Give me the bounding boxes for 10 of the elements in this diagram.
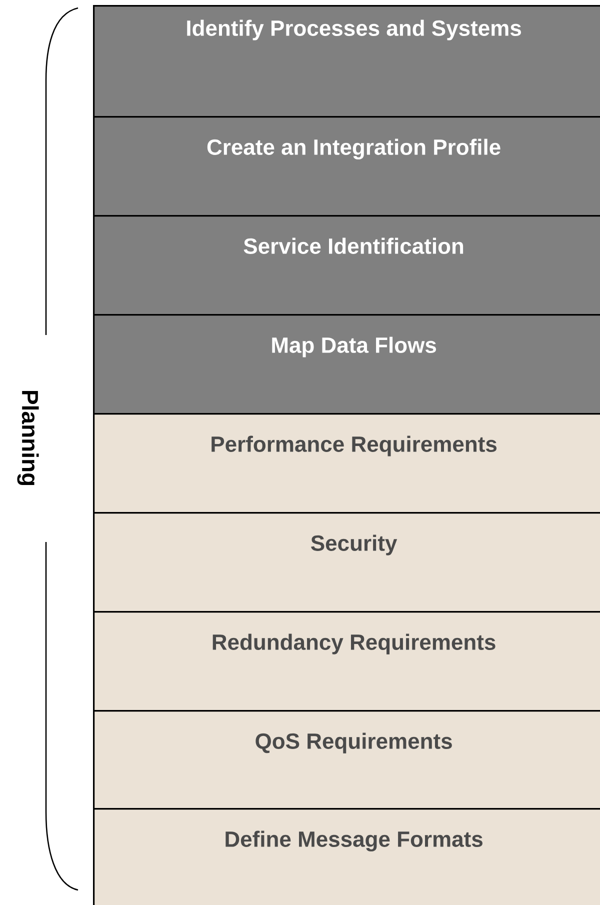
stage-band: Define Message Formats bbox=[93, 808, 600, 905]
stage-band: Service Identification bbox=[93, 215, 600, 316]
stage-band: Identify Processes and Systems bbox=[93, 5, 600, 118]
stage-band: Create an Integration Profile bbox=[93, 116, 600, 217]
stage-band: Redundancy Requirements bbox=[93, 611, 600, 712]
stage-band: Security bbox=[93, 512, 600, 613]
stage-band: Map Data Flows bbox=[93, 314, 600, 415]
bracket-label: Planning bbox=[17, 391, 39, 486]
stage-band: QoS Requirements bbox=[93, 710, 600, 810]
stage-band: Performance Requirements bbox=[93, 413, 600, 514]
